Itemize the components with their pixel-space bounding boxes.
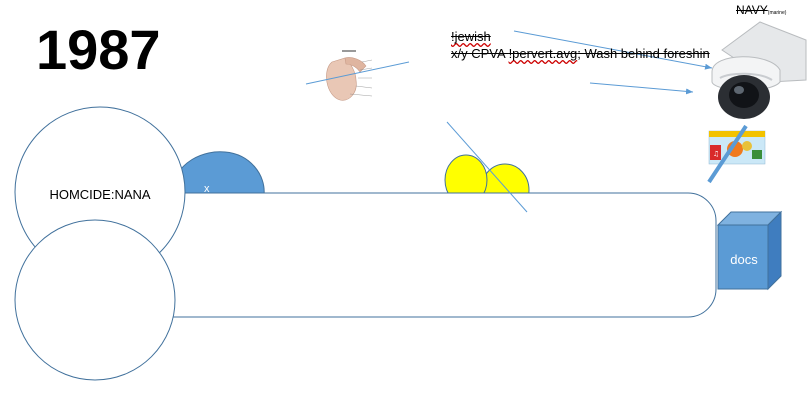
sesame-street-card-image: ♫	[708, 130, 766, 165]
docs-cube	[716, 210, 783, 291]
navy-text: NAVY	[736, 3, 768, 17]
svg-text:♫: ♫	[713, 150, 719, 158]
strike-line-yellow	[446, 121, 528, 213]
note-line-2-part-1: x/y CPVA	[451, 46, 509, 61]
empty-circle	[14, 219, 176, 381]
homicide-label: HOMCIDE:NANA	[49, 187, 151, 202]
rounded-rectangle	[89, 192, 717, 318]
note-line-2: x/y CPVA !pervert.avg; Wash behind fores…	[451, 46, 710, 61]
note-line-2-part-2: !pervert.avg	[508, 46, 578, 61]
strike-line-anatomy	[305, 61, 410, 85]
navy-subtext: (marine)	[767, 10, 787, 16]
year-title: 1987	[36, 18, 161, 81]
strike-line-card	[707, 124, 748, 184]
arrow-to-camera-1	[513, 30, 713, 70]
x-label: x	[204, 183, 210, 195]
note-line-1-text: !jewish	[451, 29, 491, 44]
security-camera-image	[711, 21, 807, 119]
docs-label: docs	[730, 252, 758, 267]
navy-label: NAVY(marine)	[736, 3, 786, 17]
anatomy-diagram-image	[305, 46, 383, 104]
note-line-1: !jewish	[451, 29, 491, 44]
note-line-2-part-3: ; Wash behind foreshin	[577, 46, 710, 61]
arrow-to-camera-2	[589, 82, 694, 95]
